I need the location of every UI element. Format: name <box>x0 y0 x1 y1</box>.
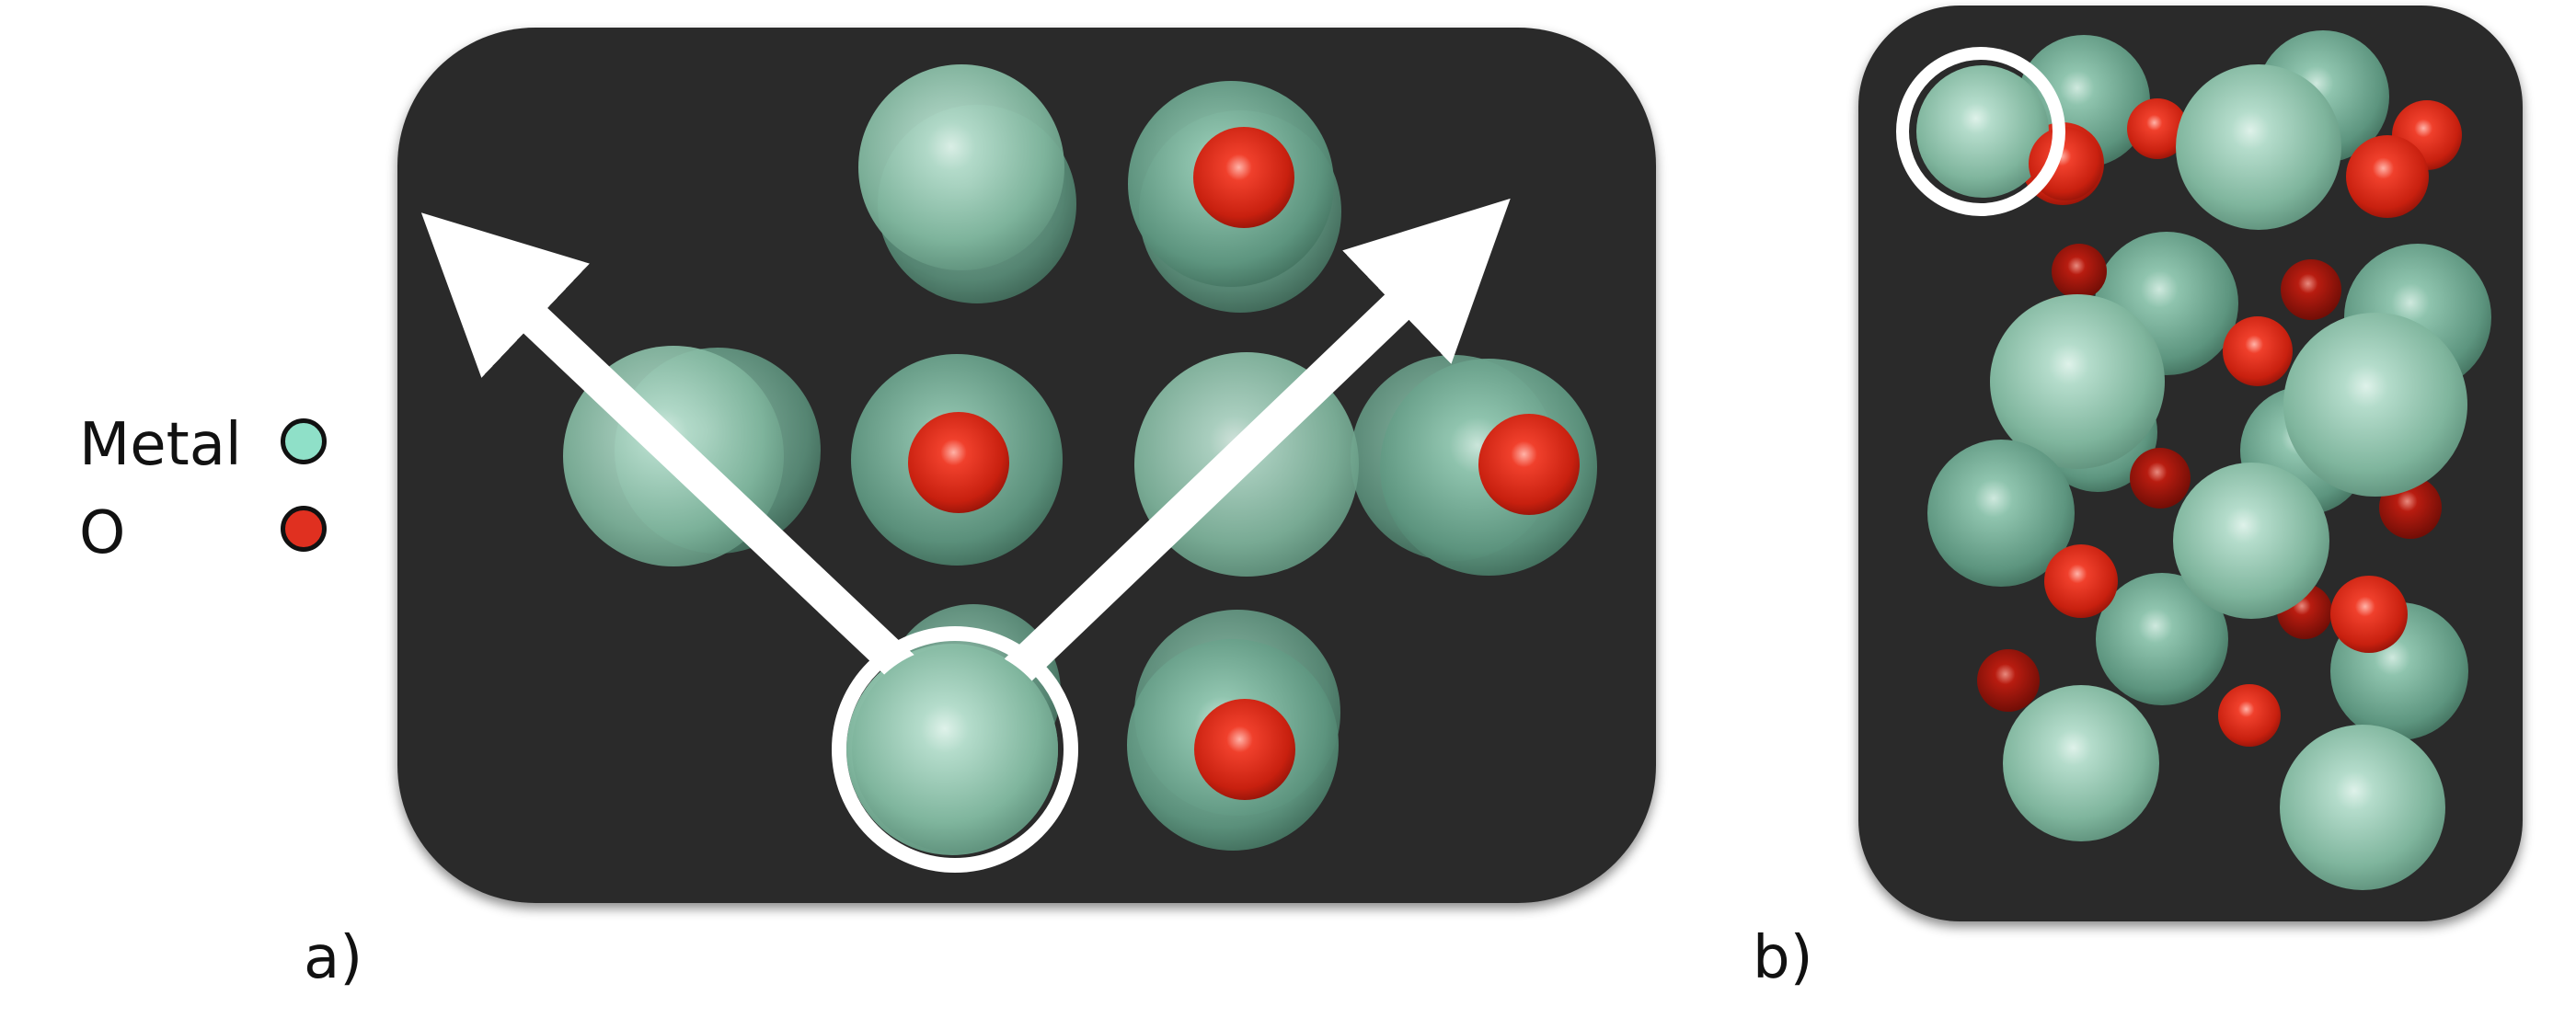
highlight-ring <box>1896 47 2065 216</box>
oxygen-atom <box>2218 684 2281 747</box>
oxygen-atom <box>2330 576 2408 653</box>
oxygen-atom <box>2127 98 2188 159</box>
highlight-ring <box>832 626 1078 873</box>
panel-b <box>1858 6 2523 921</box>
metal-atom <box>858 64 1064 270</box>
legend-label-oxygen: O <box>79 499 126 567</box>
metal-atom <box>2280 725 2445 890</box>
metal-atom <box>2096 573 2228 705</box>
metal-atom <box>1990 294 2165 469</box>
oxygen-atom <box>2346 135 2429 218</box>
panel-b-label: b) <box>1753 924 1813 992</box>
legend-label-metal: Metal <box>79 411 242 479</box>
oxygen-atom <box>1194 699 1295 800</box>
panel-a <box>397 28 1656 903</box>
oxygen-atom <box>2052 244 2107 299</box>
oxygen-atom <box>2223 316 2293 386</box>
oxygen-atom <box>2130 448 2191 509</box>
panel-a-label: a) <box>304 924 363 992</box>
metal-atom <box>1927 440 2075 587</box>
metal-atom <box>2003 685 2159 841</box>
metal-atom <box>2283 313 2467 497</box>
direction-arrow-right <box>1004 198 1511 684</box>
oxygen-atom-swatch <box>281 506 327 552</box>
highlighted-metal-atom <box>1916 65 2049 198</box>
oxygen-atom <box>1478 414 1580 515</box>
oxygen-atom <box>1193 127 1294 228</box>
metal-atom-swatch <box>281 418 327 464</box>
oxygen-atom <box>1977 649 2040 712</box>
direction-arrow-left <box>420 212 919 684</box>
metal-atom <box>2176 64 2341 230</box>
highlighted-metal-atom <box>852 646 1058 852</box>
metal-atom <box>2173 463 2329 619</box>
oxygen-atom <box>2044 544 2118 618</box>
oxygen-atom <box>2281 259 2341 320</box>
panel-b-front-atoms <box>1927 64 2467 890</box>
oxygen-atom <box>908 412 1009 513</box>
